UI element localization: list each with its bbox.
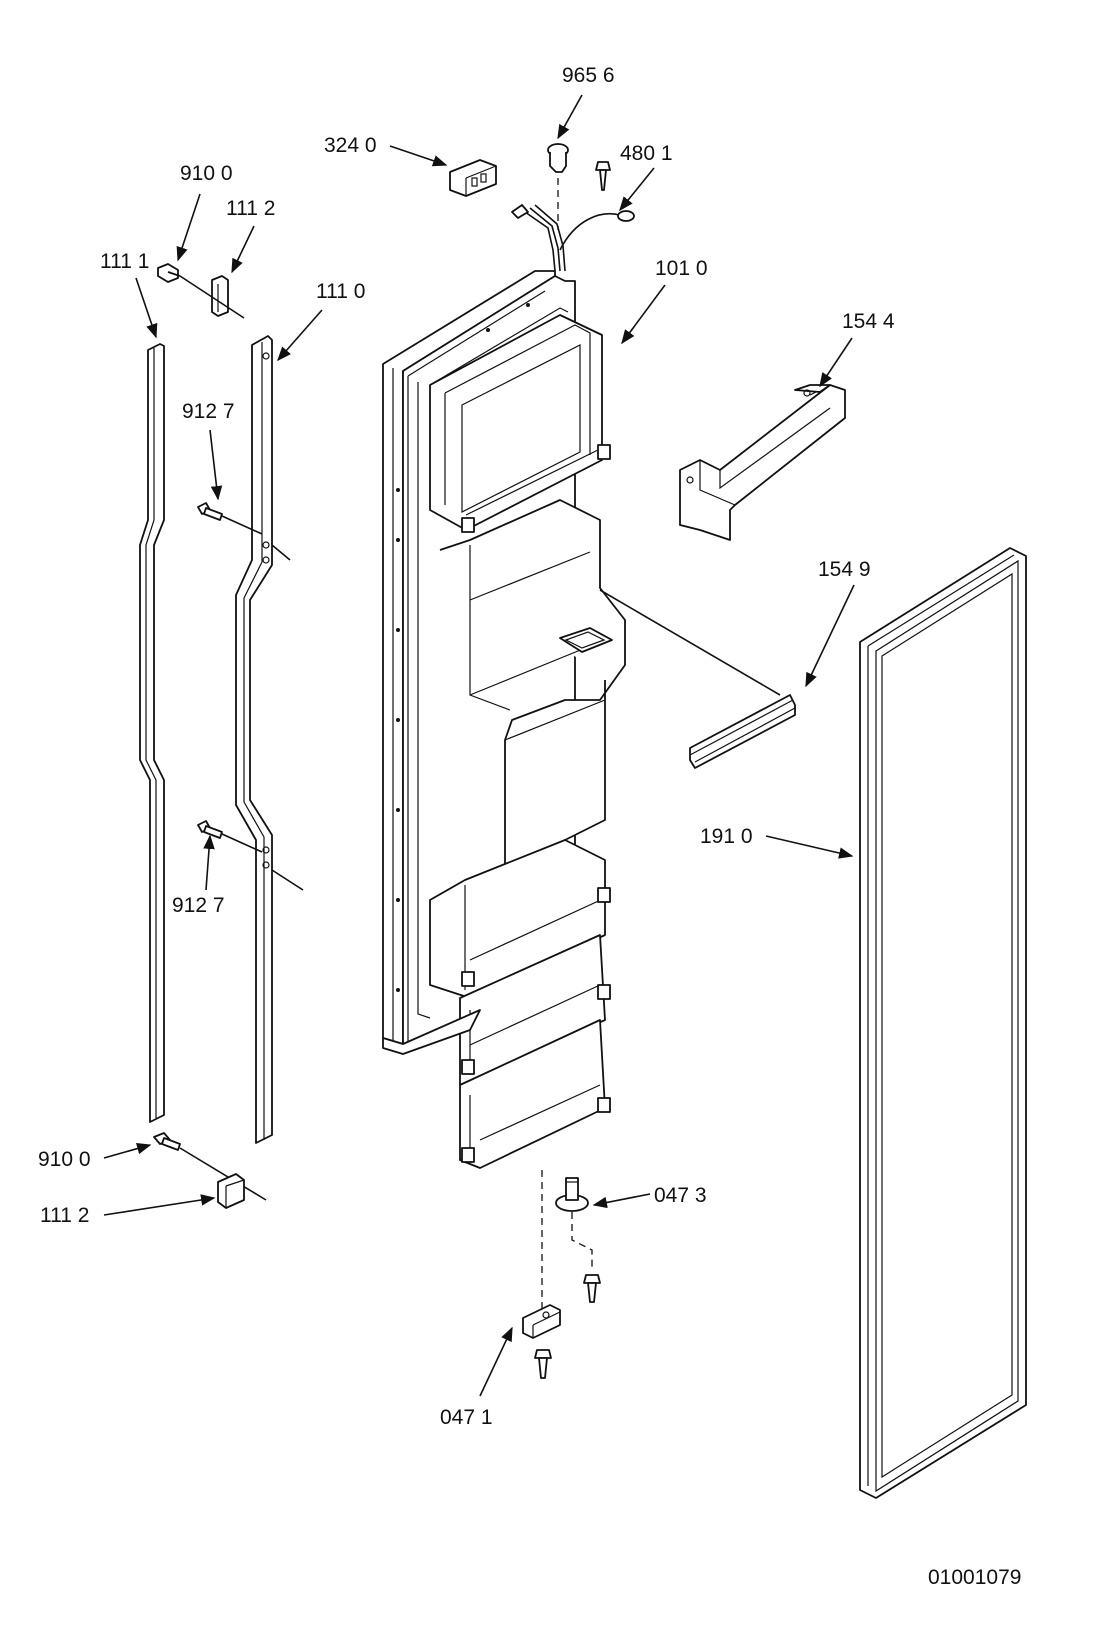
label-111-0: 111 0	[316, 280, 365, 303]
door-screw-holes	[396, 303, 530, 992]
label-111-1: 111 1	[100, 250, 149, 273]
label-910-0-bottom: 910 0	[38, 1148, 91, 1171]
label-480-1: 480 1	[620, 142, 673, 165]
label-111-2-top: 111 2	[226, 197, 275, 220]
label-965-6: 965 6	[562, 64, 615, 87]
label-912-7-top: 912 7	[182, 400, 235, 423]
figure-id: 01001079	[928, 1566, 1021, 1589]
label-101-0: 101 0	[655, 257, 708, 280]
connector-324-0	[449, 159, 497, 197]
gasket-191-0	[859, 547, 1027, 1499]
label-324-0: 324 0	[324, 134, 377, 157]
screw-480-1	[595, 161, 611, 191]
trim-strip-154-9	[599, 589, 796, 769]
label-912-7-bottom: 912 7	[172, 894, 225, 917]
label-154-9: 154 9	[818, 558, 871, 581]
handle-154-4	[679, 384, 846, 541]
screw-912-7-upper	[197, 502, 263, 535]
door-liner	[382, 270, 626, 1169]
rail-111-0	[235, 335, 304, 1144]
label-154-4: 154 4	[842, 310, 895, 333]
label-047-1: 047 1	[440, 1406, 493, 1429]
bottom-bracket-047-1	[522, 1170, 561, 1379]
bottom-hinge-047-3	[555, 1177, 601, 1303]
rail-111-1	[139, 343, 165, 1123]
part-labels: 965 6 324 0 480 1 910 0 111 2 111 1 111 …	[38, 64, 1021, 1589]
leader-lines	[103, 94, 855, 1397]
upper-hinge-clip	[157, 263, 245, 319]
label-910-0-top: 910 0	[180, 162, 233, 185]
wiring-harness	[511, 204, 635, 272]
label-047-3: 047 3	[654, 1184, 707, 1207]
lower-hinge-clip	[153, 1132, 267, 1209]
plug-965-6	[547, 143, 569, 230]
screw-912-7-lower	[197, 820, 263, 853]
label-191-0: 191 0	[700, 825, 753, 848]
label-111-2-bottom: 111 2	[40, 1204, 89, 1227]
